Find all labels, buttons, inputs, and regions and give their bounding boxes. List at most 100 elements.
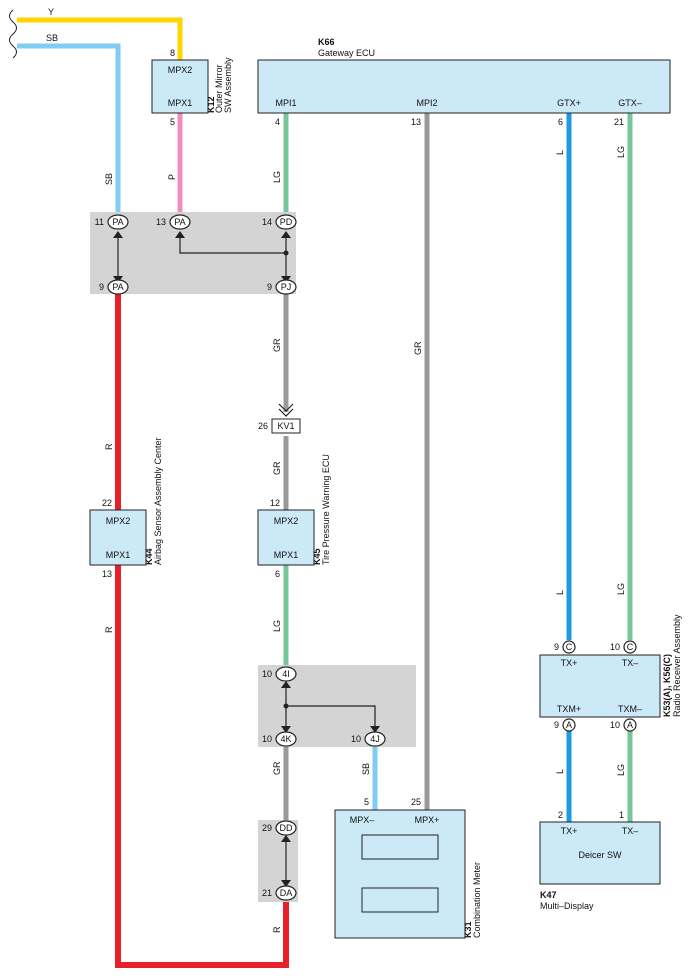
wire-code-l-gtx: L [555, 150, 565, 155]
kv1-box [271, 418, 301, 434]
wire-code-lg-gtx: LG [616, 146, 626, 158]
k45-pin-6: 6 [275, 569, 280, 579]
k53-a-circle-2 [623, 718, 637, 732]
k44-pin-22: 22 [102, 498, 112, 508]
j1-splice-dot [283, 250, 289, 256]
j1-pin-9-right: 9 [267, 282, 272, 292]
j3-pin-29: 29 [262, 823, 272, 833]
k31-name: Combination Meter [472, 862, 482, 938]
wire-code-r-b: R [104, 626, 114, 633]
k31-inner-block-1 [361, 834, 439, 860]
wire-code-p: P [167, 174, 177, 180]
k12-id: K12 [206, 96, 216, 113]
j2-pin-10-a: 10 [262, 669, 272, 679]
j3-pin-21: 21 [262, 888, 272, 898]
j1-pin-11: 11 [95, 217, 104, 227]
kv1-label: KV1 [277, 421, 294, 431]
k53-name: Radio Receiver Assembly [672, 614, 682, 717]
wire-code-gr-pj: GR [272, 338, 282, 352]
k31-pin-5: 5 [364, 797, 369, 807]
j1-pd-oval [275, 214, 297, 230]
k53-c-circle-2 [623, 640, 637, 654]
j2-4j-oval [364, 731, 386, 747]
k53-pin-9-top: 9 [554, 642, 559, 652]
j1-pj: PJ [281, 282, 292, 292]
k53-pin-9-bottom: 9 [554, 720, 559, 730]
wire-break-icon [9, 9, 17, 59]
k47-box [539, 821, 661, 885]
k45-box [257, 509, 315, 566]
wires-group [17, 17, 633, 968]
k12-name-2: SW Assembly [223, 57, 233, 113]
k66-pin-6: 6 [558, 117, 563, 127]
j1-pin-13: 13 [156, 217, 166, 227]
j2-4j: 4J [370, 734, 380, 744]
j3-da-oval [275, 885, 297, 901]
wire-code-sb-top: SB [46, 33, 58, 43]
wire-code-lg-radio-top: LG [616, 583, 626, 595]
wire-code-lg-low: LG [616, 764, 626, 776]
wire-code-l-low: L [555, 769, 565, 774]
wire-code-lg-k45: LG [272, 620, 282, 632]
j2-pin-10-b: 10 [262, 734, 272, 744]
j1-pa-mid-oval [169, 214, 191, 230]
k44-mpx1: MPX1 [106, 550, 131, 560]
k53-id: K53(A), K56(C) [662, 654, 672, 717]
wire-code-gr-k45: GR [272, 461, 282, 475]
wire-code-r-a: R [104, 443, 114, 450]
k53-txm-minus: TXM– [618, 704, 642, 714]
k53-a-1: A [566, 720, 572, 730]
wire-code-sb-4j: SB [361, 763, 371, 775]
j2-4i-oval [275, 666, 297, 682]
kv1-chevron-icon [278, 403, 294, 417]
k53-a-circle-1 [562, 718, 576, 732]
k12-mpx1: MPX1 [168, 98, 193, 108]
k53-pin-10-bottom: 10 [610, 720, 620, 730]
k45-id: K45 [312, 548, 322, 565]
k47-tx-minus: TX– [622, 826, 639, 836]
j3-dd: DD [280, 823, 293, 833]
k44-box [89, 509, 147, 566]
k66-pin-13: 13 [411, 117, 421, 127]
wire-y [17, 17, 183, 60]
k53-c-1: C [566, 642, 573, 652]
k53-c-circle-1 [562, 640, 576, 654]
k53-pin-10-top: 10 [610, 642, 620, 652]
wire-code-sb-left: SB [104, 173, 114, 185]
wire-code-lg-mpi1: LG [272, 171, 282, 183]
j1-arrow-icon [175, 231, 185, 238]
k53-tx-minus: TX– [622, 658, 639, 668]
k66-pin-21: 21 [614, 117, 624, 127]
wire-sb-left [17, 43, 121, 222]
k44-name: Airbag Sensor Assembly Center [153, 437, 163, 565]
k45-mpx1: MPX1 [274, 550, 299, 560]
kv1-pin-26: 26 [258, 421, 268, 431]
wire-code-gr-mpi2: GR [413, 341, 423, 355]
k12-pin-8: 8 [170, 48, 175, 58]
j1-pin-9-left: 9 [99, 282, 104, 292]
j3-arrow-icon [281, 835, 291, 842]
k66-pin-4: 4 [275, 117, 280, 127]
j2-4k-oval [275, 731, 297, 747]
k45-name: Tire Pressure Warning ECU [321, 454, 331, 565]
k12-pin-5: 5 [170, 117, 175, 127]
j3-da: DA [280, 888, 293, 898]
j3-dd-oval [275, 820, 297, 836]
j1-arrow-icon [281, 231, 291, 238]
k31-mpx-minus: MPX– [350, 815, 375, 825]
wire-code-gr-4k: GR [272, 761, 282, 775]
j1-pa-bottom-oval [107, 279, 129, 295]
k31-id: K31 [463, 921, 473, 938]
wire-code-r-bottom: R [272, 926, 282, 933]
j3-arrow-icon [281, 880, 291, 887]
k66-box [257, 59, 671, 114]
j1-arrow-icon [113, 231, 123, 238]
k47-name: Multi–Display [540, 901, 594, 911]
k12-mpx2: MPX2 [168, 65, 193, 75]
k47-center: Deicer SW [578, 850, 622, 860]
k53-box [539, 654, 661, 718]
k66-mpi1: MPI1 [275, 98, 296, 108]
j2-arrow-icon [370, 726, 380, 733]
j1-pa-top-oval [107, 214, 129, 230]
j2-4k: 4K [280, 734, 291, 744]
